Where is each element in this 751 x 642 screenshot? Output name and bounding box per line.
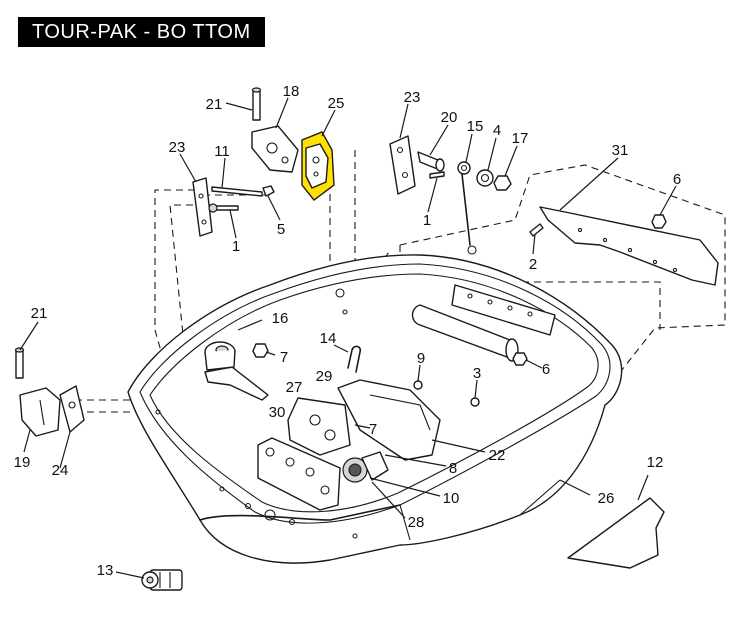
part-6-nut-top xyxy=(651,214,667,229)
callout-16: 16 xyxy=(272,310,289,327)
part-31-rail xyxy=(539,206,719,286)
diagram-title: TOUR-PAK - BO TTOM xyxy=(18,17,265,47)
part-18-hinge xyxy=(251,125,299,173)
callout-21-top: 21 xyxy=(206,96,223,113)
part-21-pin-top xyxy=(251,87,262,121)
callout-10: 10 xyxy=(443,490,460,507)
part-13-lock xyxy=(141,569,183,591)
part-bar xyxy=(451,284,556,336)
latch-mechanism xyxy=(257,379,441,511)
callout-14: 14 xyxy=(320,330,337,347)
callout-7-lower: 7 xyxy=(369,421,377,438)
callout-23-left: 23 xyxy=(169,139,186,156)
part-21-pin-left xyxy=(14,347,25,379)
callout-28: 28 xyxy=(408,514,425,531)
callout-20: 20 xyxy=(441,109,458,126)
part-14-clip xyxy=(347,345,362,373)
part-25-highlighted-latch xyxy=(301,131,335,201)
part-1-screw-left xyxy=(208,203,239,213)
part-15-cable xyxy=(457,161,477,255)
callout-30: 30 xyxy=(269,404,286,421)
part-1-screw-right xyxy=(429,171,445,179)
callout-15: 15 xyxy=(467,118,484,135)
callout-26: 26 xyxy=(598,490,615,507)
callout-8: 8 xyxy=(449,460,457,477)
callout-3: 3 xyxy=(473,365,481,382)
leader-lines xyxy=(19,97,677,579)
part-12-panel xyxy=(567,497,665,569)
part-23-plate-left xyxy=(192,177,213,237)
callout-1-left: 1 xyxy=(232,238,240,255)
part-2-screw xyxy=(529,223,544,237)
part-24-pad xyxy=(59,385,85,433)
callout-4: 4 xyxy=(493,122,501,139)
callout-23-right: 23 xyxy=(404,89,421,106)
part-19-hinge-left xyxy=(19,387,61,437)
callout-12: 12 xyxy=(647,454,664,471)
part-17-nut xyxy=(493,175,512,191)
part-9-nut xyxy=(413,380,423,390)
callout-24: 24 xyxy=(52,462,69,479)
callout-7-upper: 7 xyxy=(280,349,288,366)
part-11-rod xyxy=(211,186,263,197)
part-20-spacer xyxy=(417,151,445,172)
callout-6-mid: 6 xyxy=(542,361,550,378)
callout-31: 31 xyxy=(612,142,629,159)
callout-labels: 21 18 25 23 20 15 4 17 23 11 5 1 1 31 6 … xyxy=(14,83,682,579)
callout-5: 5 xyxy=(277,221,285,238)
part-6-nut-mid xyxy=(512,352,528,366)
callout-9: 9 xyxy=(417,350,425,367)
part-4-washer xyxy=(476,169,494,187)
callout-27: 27 xyxy=(286,379,303,396)
callout-21-left: 21 xyxy=(31,305,48,322)
part-3-screw xyxy=(470,397,480,407)
callout-19: 19 xyxy=(14,454,31,471)
callout-25: 25 xyxy=(328,95,345,112)
callout-11: 11 xyxy=(214,143,230,160)
callout-6-top: 6 xyxy=(673,171,681,188)
callout-29: 29 xyxy=(316,368,333,385)
callout-17: 17 xyxy=(512,130,529,147)
part-5-nut xyxy=(262,185,275,197)
part-16-bracket xyxy=(204,319,269,401)
callout-18: 18 xyxy=(283,83,300,100)
part-23-plate-right xyxy=(389,135,416,195)
callout-22: 22 xyxy=(489,447,506,464)
part-7-nut xyxy=(252,343,269,358)
callout-1-right: 1 xyxy=(423,212,431,229)
callout-2: 2 xyxy=(529,256,537,273)
callout-13: 13 xyxy=(97,562,114,579)
